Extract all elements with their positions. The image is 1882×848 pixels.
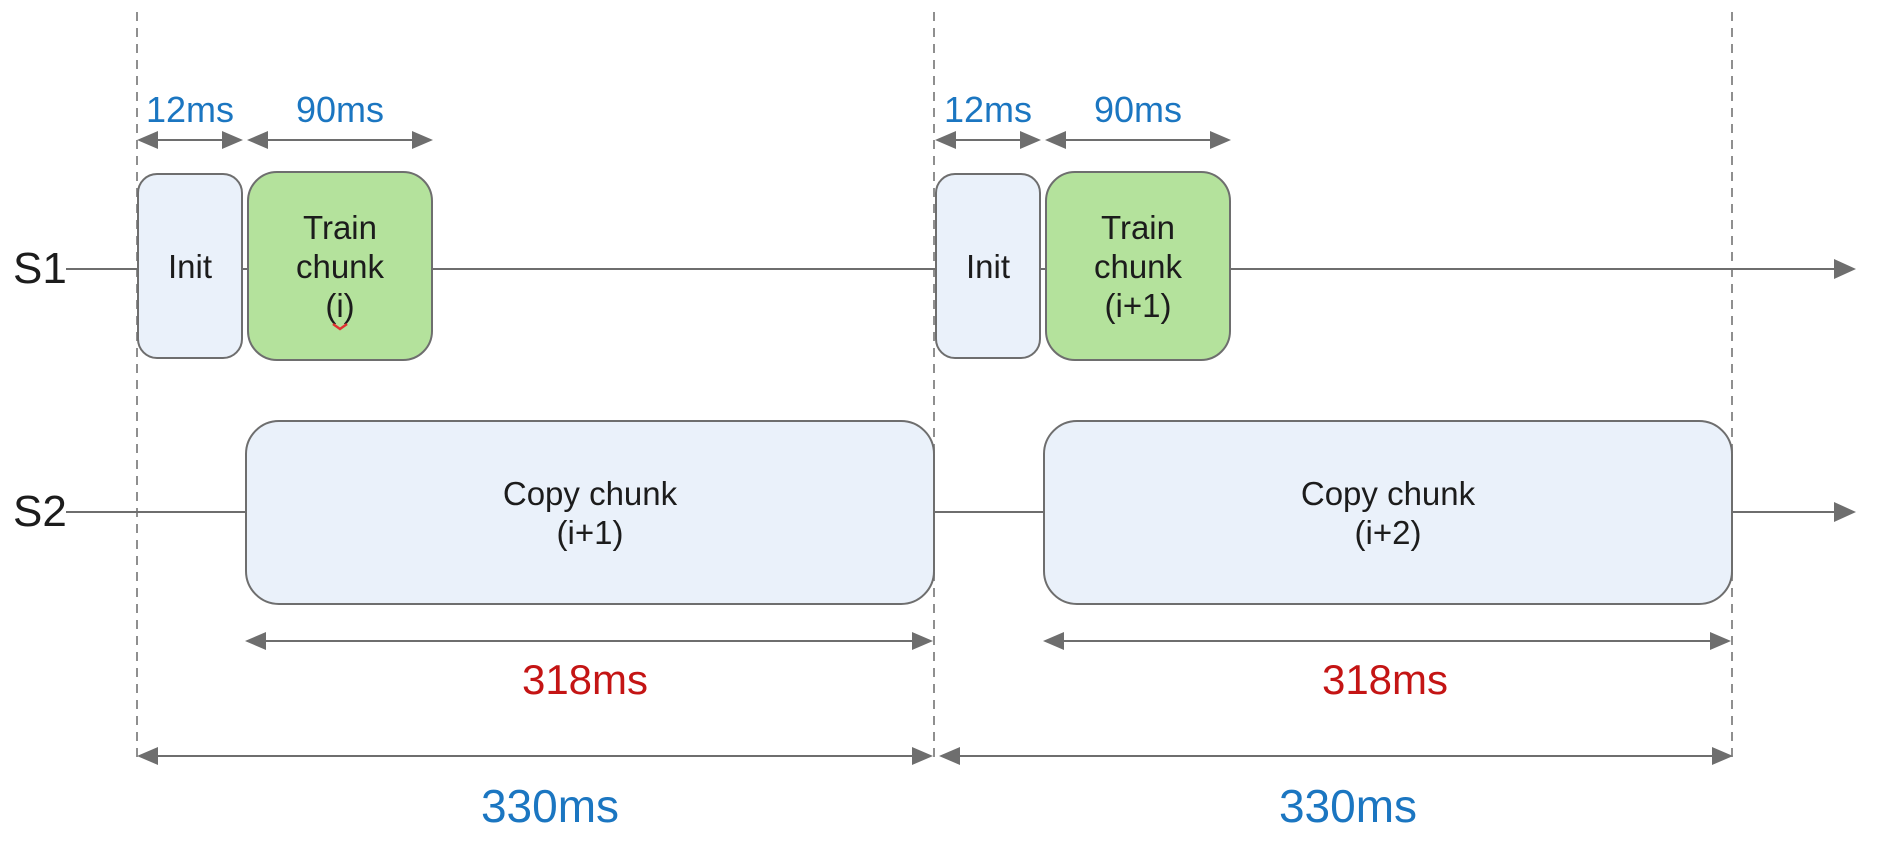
timeline-s1-arrowhead-icon	[1834, 259, 1856, 279]
init-duration-arrow-1	[137, 131, 243, 149]
period-total-arrow-2	[939, 747, 1733, 765]
arrow-shaft	[141, 755, 929, 757]
init-duration-arrow-2	[935, 131, 1041, 149]
period-total-label-2: 330ms	[1278, 780, 1418, 832]
arrow-shaft	[1047, 640, 1727, 642]
timeline-s2	[66, 511, 1836, 513]
copy-duration-label-1: 318ms	[521, 656, 649, 703]
copy-chunk-box-2-label: Copy chunk (i+2)	[1300, 474, 1476, 551]
copy-duration-label-2: 318ms	[1321, 656, 1449, 703]
period-total-label-1: 330ms	[480, 780, 620, 832]
arrow-shaft	[249, 640, 929, 642]
init-box-2-label: Init	[965, 247, 1011, 285]
arrow-shaft	[939, 139, 1037, 141]
copy-chunk-box-2: Copy chunk (i+2)	[1043, 420, 1733, 605]
init-duration-label-1: 12ms	[145, 89, 235, 130]
period-boundary-dashed-line-3	[1731, 12, 1733, 758]
row-label-s2: S2	[13, 487, 67, 536]
period-total-arrow-1	[137, 747, 933, 765]
copy-duration-arrow-1	[245, 632, 933, 650]
arrowhead-right-icon	[1712, 747, 1733, 765]
copy-chunk-box-1: Copy chunk (i+1)	[245, 420, 935, 605]
train-chunk-box-1: Train chunk (i)	[247, 171, 433, 361]
arrowhead-right-icon	[1020, 131, 1041, 149]
arrowhead-right-icon	[1710, 632, 1731, 650]
init-box-2: Init	[935, 173, 1041, 359]
train-chunk-box-2-label: Train chunk (i+1)	[1093, 208, 1183, 324]
period-boundary-dashed-line-2	[933, 12, 935, 758]
arrowhead-right-icon	[222, 131, 243, 149]
init-duration-label-2: 12ms	[943, 89, 1033, 130]
train-chunk-box-1-label: Train chunk (i)	[295, 208, 385, 324]
row-label-s1: S1	[13, 244, 67, 293]
train-duration-arrow-1	[247, 131, 433, 149]
train-chunk-box-2: Train chunk (i+1)	[1045, 171, 1231, 361]
init-box-1: Init	[137, 173, 243, 359]
arrow-shaft	[251, 139, 429, 141]
train-duration-arrow-2	[1045, 131, 1231, 149]
period-boundary-dashed-line-1	[136, 12, 138, 758]
init-box-1-label: Init	[167, 247, 213, 285]
copy-duration-arrow-2	[1043, 632, 1731, 650]
arrow-shaft	[943, 755, 1729, 757]
arrowhead-right-icon	[1210, 131, 1231, 149]
spellcheck-squiggle-icon	[332, 323, 348, 331]
arrowhead-right-icon	[912, 747, 933, 765]
timeline-s2-arrowhead-icon	[1834, 502, 1856, 522]
arrow-shaft	[141, 139, 239, 141]
train-duration-label-2: 90ms	[1093, 89, 1183, 130]
arrowhead-right-icon	[912, 632, 933, 650]
train-duration-label-1: 90ms	[295, 89, 385, 130]
copy-chunk-box-1-label: Copy chunk (i+1)	[502, 474, 678, 551]
arrowhead-right-icon	[412, 131, 433, 149]
arrow-shaft	[1049, 139, 1227, 141]
